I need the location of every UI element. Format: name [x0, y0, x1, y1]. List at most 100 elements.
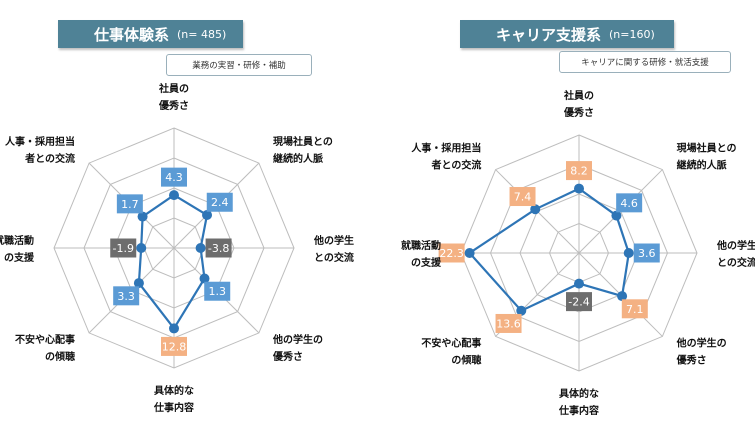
- axis-label-line: の支援: [4, 251, 35, 264]
- axis-label: 社員の優秀さ: [563, 89, 594, 119]
- axis-label-line: 不安や心配事: [15, 333, 75, 346]
- data-point: [136, 243, 147, 253]
- value-label-box: [566, 292, 592, 312]
- value-label: 8.2: [570, 165, 588, 178]
- axis-label-line: 他の学生: [716, 239, 755, 252]
- axis-label-line: 仕事内容: [558, 404, 599, 417]
- chart-title: 仕事体験系: [94, 25, 170, 44]
- axis-label-line: 具体的な: [558, 387, 599, 400]
- chart-subtitle: キャリアに関する研修・就活支援: [559, 51, 731, 73]
- value-label-box: [495, 313, 522, 333]
- chart-title-banner: 仕事体験系 (n= 485): [58, 20, 243, 48]
- axis-label-line: 現場社員との: [677, 141, 737, 154]
- data-point: [611, 210, 622, 221]
- chart-subtitle: 業務の実習・研修・補助: [166, 54, 312, 76]
- data-point: [516, 305, 527, 316]
- data-point: [530, 204, 541, 215]
- axis-label-line: 優秀さ: [563, 106, 594, 119]
- chart-title: キャリア支援系: [496, 25, 602, 44]
- axis-label: 現場社員との継続的人脈: [273, 135, 333, 165]
- chart-title-banner: キャリア支援系 (n=160): [460, 20, 674, 48]
- sample-size: (n= 485): [177, 27, 227, 41]
- axis-label: 具体的な仕事内容: [153, 384, 194, 414]
- value-label: -1.9: [113, 242, 134, 255]
- axis-label: 具体的な仕事内容: [558, 387, 599, 417]
- value-label: -3.8: [208, 242, 229, 255]
- data-point: [195, 243, 206, 253]
- radar-chart: 4.32.4-3.81.312.83.3-1.91.7社員の優秀さ現場社員との継…: [0, 82, 354, 414]
- radar-chart: 8.24.63.67.1-2.413.622.37.4社員の優秀さ現場社員との継…: [401, 89, 755, 417]
- series-line: [137, 193, 209, 331]
- value-label-box: [113, 286, 140, 306]
- value-label-box: [621, 299, 648, 319]
- axis-label-line: 他の学生の: [272, 333, 323, 346]
- data-point: [464, 248, 475, 258]
- axis-label: 人事・採用担当者との交流: [5, 135, 75, 165]
- sample-size: (n=160): [609, 27, 655, 41]
- value-label-box: [633, 243, 660, 263]
- value-label-box: [205, 238, 232, 258]
- axis-label: 他の学生との交流: [716, 239, 755, 269]
- value-label-box: [204, 281, 231, 301]
- axis-label-line: 社員の: [158, 82, 189, 95]
- axis-label-line: 者との交流: [24, 152, 75, 165]
- data-point: [199, 273, 210, 284]
- axis-label: 人事・採用担当者との交流: [411, 141, 481, 171]
- value-label-box: [616, 193, 643, 213]
- axis-label: 社員の優秀さ: [158, 82, 189, 112]
- axis-label-line: の支援: [411, 256, 442, 269]
- axis-label-line: 現場社員との: [273, 135, 333, 148]
- value-label: 13.6: [496, 317, 521, 330]
- axis-label: 不安や心配事の傾聴: [15, 333, 75, 363]
- axis-label-line: 継続的人脈: [677, 158, 727, 171]
- axis-label-line: との交流: [717, 256, 755, 269]
- value-label: 7.4: [514, 191, 532, 204]
- axis-label-line: の傾聴: [451, 354, 481, 367]
- value-label-box: [509, 187, 536, 207]
- data-point: [202, 209, 213, 220]
- data-point: [623, 248, 634, 258]
- axis-label: 不安や心配事の傾聴: [421, 337, 481, 367]
- value-label-box: [206, 192, 233, 212]
- value-label: 3.6: [638, 247, 656, 260]
- axis-label-line: 優秀さ: [676, 354, 707, 367]
- value-label: 4.6: [620, 197, 638, 210]
- axis-label-line: 他の学生の: [676, 337, 727, 350]
- axis-label-line: 不安や心配事: [421, 337, 481, 350]
- data-point: [574, 183, 584, 194]
- value-label: 2.4: [211, 196, 229, 209]
- value-label: 1.7: [121, 198, 139, 211]
- axis-label-line: 人事・採用担当: [411, 141, 481, 154]
- axis-label-line: 社員の: [563, 89, 594, 102]
- value-label: 22.3: [439, 247, 464, 260]
- value-label: -2.4: [568, 296, 589, 309]
- axis-label: 他の学生の優秀さ: [272, 333, 323, 363]
- value-label: 3.3: [117, 290, 135, 303]
- value-label-box: [566, 161, 592, 181]
- axis-label-line: 他の学生: [313, 234, 354, 247]
- axis-label: 現場社員との継続的人脈: [677, 141, 737, 171]
- axis-label-line: 就職活動: [0, 234, 34, 247]
- data-point: [617, 291, 628, 302]
- axis-label: 他の学生の優秀さ: [676, 337, 727, 367]
- value-label: 7.1: [626, 303, 644, 316]
- axis-label-line: 優秀さ: [158, 99, 189, 112]
- radar-panel-career-support: キャリア支援系 (n=160) キャリアに関する研修・就活支援 8.2 4.6 3.…: [378, 0, 755, 438]
- data-point: [574, 278, 584, 289]
- axis-label-line: 者との交流: [431, 158, 482, 171]
- axis-label-line: 人事・採用担当: [5, 135, 75, 148]
- value-label-box: [161, 336, 187, 356]
- axis-label-line: 仕事内容: [153, 401, 194, 414]
- axis-label-line: 就職活動: [401, 239, 441, 252]
- value-label: 4.3: [165, 171, 183, 184]
- axis-label-line: 継続的人脈: [273, 152, 323, 165]
- data-point: [133, 278, 144, 289]
- radar-panel-work-experience: 仕事体験系 (n= 485) 業務の実習・研修・補助 4.3 2.4 -3.8 1.3…: [0, 0, 377, 438]
- axis-label-line: との交流: [314, 251, 354, 264]
- value-label-box: [116, 194, 143, 214]
- series-line: [467, 187, 630, 313]
- axis-label-line: の傾聴: [45, 350, 75, 363]
- value-label: 1.3: [208, 285, 226, 298]
- data-point: [137, 211, 148, 222]
- data-point: [169, 190, 179, 201]
